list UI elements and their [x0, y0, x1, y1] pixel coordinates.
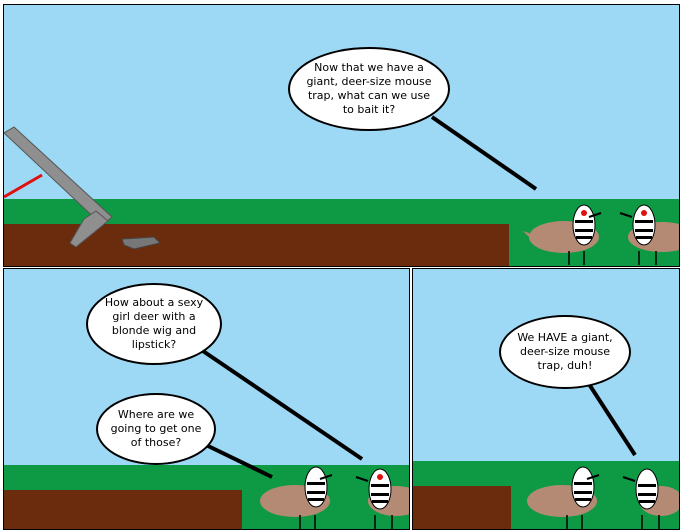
bird-head — [368, 468, 392, 510]
bird-beak — [586, 474, 600, 480]
bird-stripe — [575, 498, 591, 501]
bird-stripe — [638, 484, 656, 487]
bird-stripe — [639, 500, 655, 503]
scene-drawing — [198, 347, 409, 529]
bird-stripe — [307, 491, 325, 494]
bird-stripe — [308, 498, 324, 501]
bird-stripe — [575, 220, 593, 223]
bird-head — [304, 466, 328, 508]
bird-beak — [355, 476, 369, 482]
speech-tail — [203, 442, 273, 479]
speech-bubble: How about a sexy girl deer with a blonde… — [86, 283, 222, 365]
bird-stripe — [638, 493, 656, 496]
bird-left — [260, 466, 333, 529]
mouse-trap — [4, 126, 161, 250]
bird-stripe — [371, 484, 389, 487]
bird-beak — [319, 474, 333, 480]
scene-drawing — [4, 115, 679, 265]
bird-right — [355, 468, 409, 529]
bird-head — [571, 466, 595, 508]
trap-bar — [4, 126, 113, 226]
speech-bubble: Now that we have a giant, deer-size mous… — [288, 47, 450, 131]
trap-string — [4, 173, 43, 199]
speech-bubble: Where are we going to get one of those? — [96, 393, 216, 465]
trap-hook — [69, 210, 109, 248]
dirt-ground — [4, 490, 242, 529]
bird-stripe — [635, 229, 653, 232]
bird-eye — [641, 210, 647, 216]
bird-tail — [523, 231, 531, 239]
bird-stripe — [575, 229, 593, 232]
bird-stripe — [371, 493, 389, 496]
bird-left — [527, 466, 600, 529]
bird-eye — [377, 474, 383, 480]
dirt-ground — [413, 486, 511, 529]
bird-beak — [588, 212, 602, 218]
bird-stripe — [574, 482, 592, 485]
speech-tail — [585, 379, 637, 457]
bird-stripe — [576, 236, 592, 239]
bird-stripe — [635, 220, 653, 223]
bird-beak — [619, 212, 633, 218]
bird-head — [572, 204, 596, 246]
bird-stripe — [307, 482, 325, 485]
comic-panel-2: How about a sexy girl deer with a blonde… — [3, 268, 410, 530]
bird-right — [622, 468, 679, 529]
comic-panel-1: Now that we have a giant, deer-size mous… — [3, 4, 680, 267]
bird-left — [523, 204, 602, 265]
bird-stripe — [372, 500, 388, 503]
trap-jaw — [121, 236, 161, 250]
speech-bubble: We HAVE a giant, deer-size mouse trap, d… — [499, 315, 631, 389]
bird-stripe — [636, 236, 652, 239]
speech-tail — [430, 115, 538, 191]
bird-head — [635, 468, 659, 510]
bird-beak — [622, 476, 636, 482]
comic-panel-3: We HAVE a giant, deer-size mouse trap, d… — [412, 268, 680, 530]
bird-head — [632, 204, 656, 246]
scene-drawing — [527, 379, 679, 529]
speech-tail — [198, 347, 364, 461]
bird-right — [619, 204, 679, 265]
bird-stripe — [574, 491, 592, 494]
bird-eye — [581, 210, 587, 216]
